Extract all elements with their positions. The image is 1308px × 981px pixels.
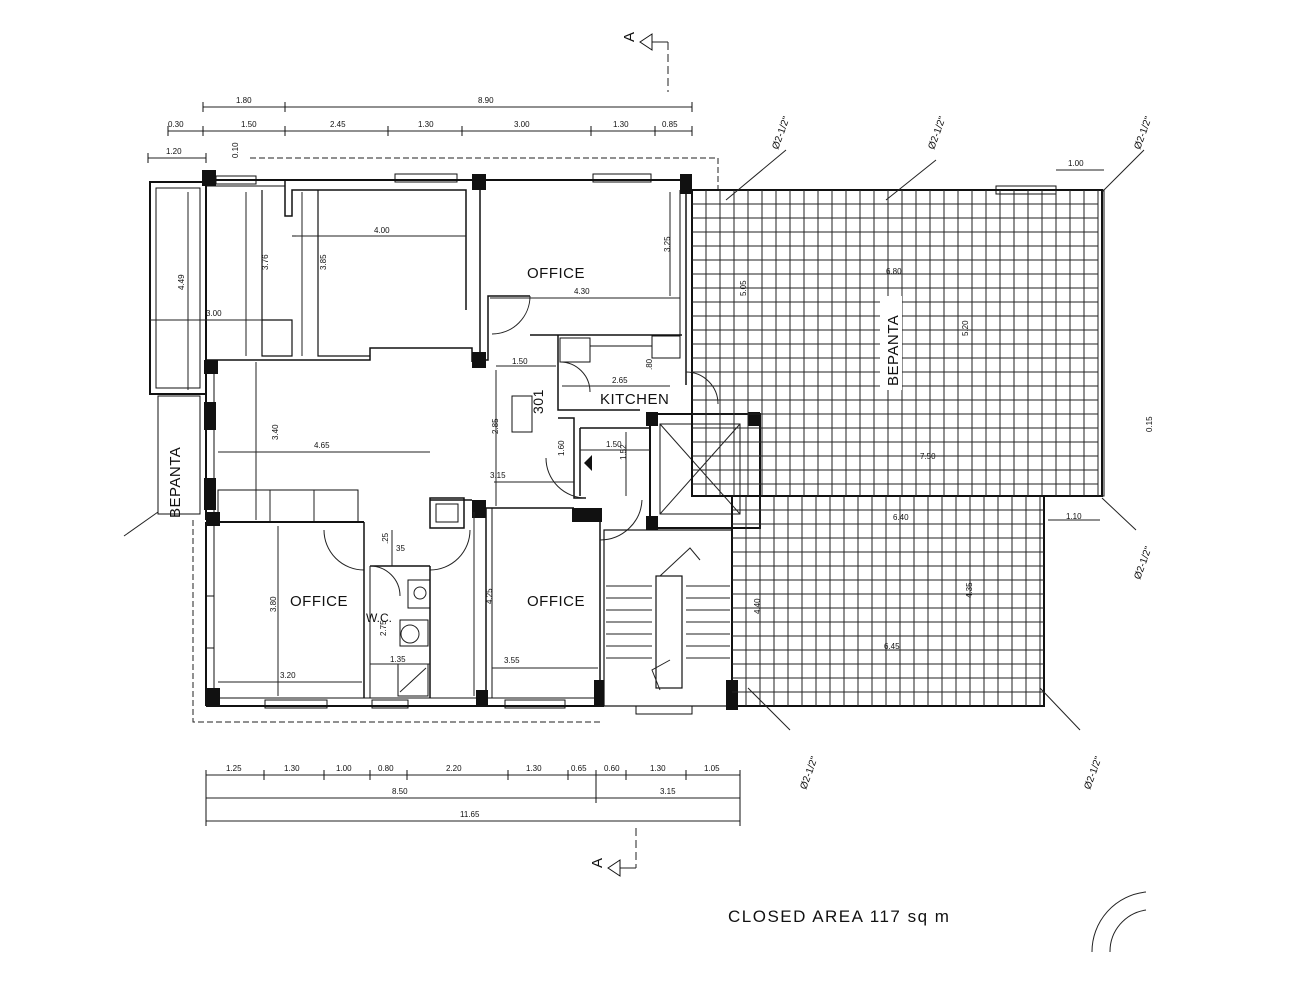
svg-text:0.15: 0.15 <box>1145 416 1154 432</box>
svg-text:1.52: 1.52 <box>619 444 628 460</box>
svg-text:1.30: 1.30 <box>284 764 300 773</box>
veranda-grid <box>691 185 1105 707</box>
dimension-top: 1.80 8.90 0.30 1.50 2.45 1.30 3.00 1.30 … <box>147 96 693 163</box>
svg-text:2.20: 2.20 <box>446 764 462 773</box>
svg-text:Ø2-1/2": Ø2-1/2" <box>770 115 792 151</box>
svg-text:4.35: 4.35 <box>965 582 974 598</box>
svg-text:5.20: 5.20 <box>961 320 970 336</box>
svg-text:3.80: 3.80 <box>269 596 278 612</box>
interior-dimensions: 4.49 3.76 3.85 4.00 3.00 3.40 4.65 4.30 … <box>150 192 1154 696</box>
svg-text:5.05: 5.05 <box>739 280 748 296</box>
svg-text:3.76: 3.76 <box>261 254 270 270</box>
svg-text:1.00: 1.00 <box>336 764 352 773</box>
svg-text:BEPANTA: BEPANTA <box>885 315 902 386</box>
closed-area-outline <box>192 157 719 723</box>
svg-text:.25: .25 <box>381 532 390 544</box>
svg-text:8.50: 8.50 <box>392 787 408 796</box>
svg-text:4.25: 4.25 <box>485 588 494 604</box>
svg-text:Ø2-1/2": Ø2-1/2" <box>1132 545 1154 581</box>
svg-text:3.15: 3.15 <box>490 471 506 480</box>
svg-text:1.25: 1.25 <box>226 764 242 773</box>
svg-text:4.00: 4.00 <box>374 226 390 235</box>
svg-text:2.75: 2.75 <box>379 620 388 636</box>
svg-text:Ø2-1/2": Ø2-1/2" <box>1132 115 1154 151</box>
svg-text:Ø2-1/2": Ø2-1/2" <box>1082 755 1104 791</box>
svg-text:3.15: 3.15 <box>660 787 676 796</box>
room-label-office-mid: OFFICE <box>527 593 585 610</box>
svg-text:3.00: 3.00 <box>206 309 222 318</box>
svg-text:3.85: 3.85 <box>319 254 328 270</box>
svg-text:0.65: 0.65 <box>571 764 587 773</box>
north-arrow-fragment <box>1091 891 1147 953</box>
closed-area-label: CLOSED AREA 117 sq m <box>728 907 950 926</box>
unit-number: 301 <box>530 389 546 414</box>
svg-text:BEPANTA: BEPANTA <box>167 447 184 518</box>
svg-text:1.50: 1.50 <box>606 440 622 449</box>
unit-number-badge: 301 <box>511 389 546 433</box>
dim-top-7: 3.00 <box>514 120 530 129</box>
dim-top-9: 0.85 <box>662 120 678 129</box>
svg-text:11.65: 11.65 <box>460 810 480 819</box>
svg-text:4.49: 4.49 <box>177 274 186 290</box>
dim-top-2: 8.90 <box>478 96 494 105</box>
dim-top-4: 1.50 <box>241 120 257 129</box>
svg-text:4.40: 4.40 <box>753 598 762 614</box>
veranda-label-big: BEPANTA <box>880 296 902 390</box>
svg-text:35: 35 <box>396 544 405 553</box>
section-label-top: A <box>621 31 638 42</box>
svg-text:1.05: 1.05 <box>704 764 720 773</box>
dimension-bottom: 1.25 1.30 1.00 0.80 2.20 1.30 0.65 0.60 … <box>205 764 741 826</box>
svg-text:0.60: 0.60 <box>604 764 620 773</box>
svg-text:6.45: 6.45 <box>884 642 900 651</box>
svg-text:7.50: 7.50 <box>920 452 936 461</box>
room-label-office-left: OFFICE <box>290 593 348 610</box>
svg-text:3.20: 3.20 <box>280 671 296 680</box>
dim-top-3: 0.30 <box>168 120 184 129</box>
svg-text:Ø2-1/2": Ø2-1/2" <box>926 115 948 151</box>
svg-text:1.00: 1.00 <box>1068 159 1084 168</box>
svg-text:1.30: 1.30 <box>650 764 666 773</box>
section-marker-bottom: A <box>589 828 637 877</box>
svg-text:2.85: 2.85 <box>491 418 500 434</box>
room-label-kitchen: KITCHEN <box>600 391 669 408</box>
walls <box>149 170 761 715</box>
svg-text:Ø2-1/2": Ø2-1/2" <box>798 755 820 791</box>
svg-text:1.35: 1.35 <box>390 655 406 664</box>
dim-top-6: 1.30 <box>418 120 434 129</box>
dim-top-8: 1.30 <box>613 120 629 129</box>
svg-text:6.80: 6.80 <box>886 267 902 276</box>
svg-text:3.40: 3.40 <box>271 424 280 440</box>
svg-text:1.60: 1.60 <box>557 440 566 456</box>
section-marker-top: A <box>621 31 669 92</box>
dimension-right: 1.00 1.10 <box>1048 159 1104 521</box>
svg-text:4.65: 4.65 <box>314 441 330 450</box>
veranda-label-small: BEPANTA <box>157 395 201 518</box>
svg-text:4.30: 4.30 <box>574 287 590 296</box>
svg-text:3.25: 3.25 <box>663 236 672 252</box>
section-label-bottom: A <box>589 857 606 868</box>
svg-text:2.65: 2.65 <box>612 376 628 385</box>
svg-text:6.40: 6.40 <box>893 513 909 522</box>
dim-top-10: 1.20 <box>166 147 182 156</box>
svg-text:1.50: 1.50 <box>512 357 528 366</box>
svg-text:.80: .80 <box>645 358 654 370</box>
svg-text:1.10: 1.10 <box>1066 512 1082 521</box>
room-label-wc: W.C. <box>366 611 392 625</box>
svg-text:1.30: 1.30 <box>526 764 542 773</box>
svg-text:0.80: 0.80 <box>378 764 394 773</box>
dim-top-5: 2.45 <box>330 120 346 129</box>
room-label-office-top: OFFICE <box>527 265 585 282</box>
dim-top-1: 1.80 <box>236 96 252 105</box>
dim-top-11: 0.10 <box>231 142 240 158</box>
svg-text:3.55: 3.55 <box>504 656 520 665</box>
